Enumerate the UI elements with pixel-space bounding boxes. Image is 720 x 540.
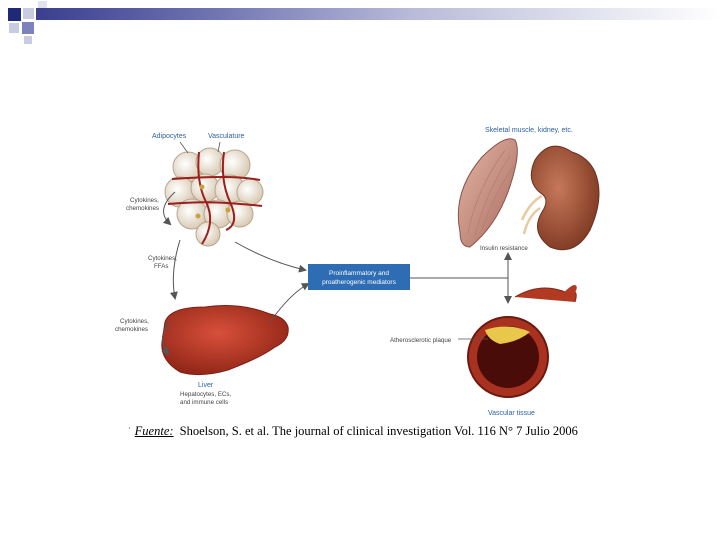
kidney-illustration <box>530 145 600 251</box>
vascular-tissue-label: Vascular tissue <box>488 410 535 417</box>
vasculature-label: Vasculature <box>208 133 245 140</box>
vascular-tissue-illustration <box>467 285 577 398</box>
adipocyte-cluster <box>164 147 264 247</box>
metabolic-inflammation-diagram: Proinflammatory and proatherogenic media… <box>115 127 600 417</box>
cytokines-ffas-label-a: Cytokines, <box>148 255 177 262</box>
header-bar <box>36 8 720 20</box>
cytokines-chemokines-label-1b: chemokines <box>126 205 159 212</box>
mediators-box <box>308 264 410 290</box>
citation: ·Fuente: Shoelson, S. et al. The journal… <box>128 424 578 439</box>
cytokines-chemokines-label-2a: Cytokines, <box>120 318 149 325</box>
citation-source-label: Fuente: <box>134 424 174 438</box>
citation-text: Shoelson, S. et al. The journal of clini… <box>179 424 578 438</box>
liver-label: Liver <box>198 382 214 389</box>
cytokines-ffas-label-b: FFAs <box>154 263 168 270</box>
liver-illustration <box>161 305 289 376</box>
mediators-line-1: Proinflammatory and <box>329 270 389 277</box>
mediators-line-2: proatherogenic mediators <box>322 279 396 286</box>
adipocytes-label: Adipocytes <box>152 133 187 140</box>
decorative-squares <box>8 1 47 44</box>
cytokines-chemokines-label-1a: Cytokines, <box>130 197 159 204</box>
liver-sub-label-2: and immune cells <box>180 399 228 406</box>
skeletal-muscle-illustration <box>457 138 518 248</box>
atherosclerotic-plaque-label: Atherosclerotic plaque <box>390 337 452 344</box>
skeletal-label: Skeletal muscle, kidney, etc. <box>485 127 573 134</box>
citation-bullet: · <box>128 424 131 433</box>
cytokines-chemokines-label-2b: chemokines <box>115 326 148 333</box>
insulin-resistance-label: Insulin resistance <box>480 245 528 252</box>
liver-sub-label-1: Hepatocytes, ECs, <box>180 391 232 398</box>
